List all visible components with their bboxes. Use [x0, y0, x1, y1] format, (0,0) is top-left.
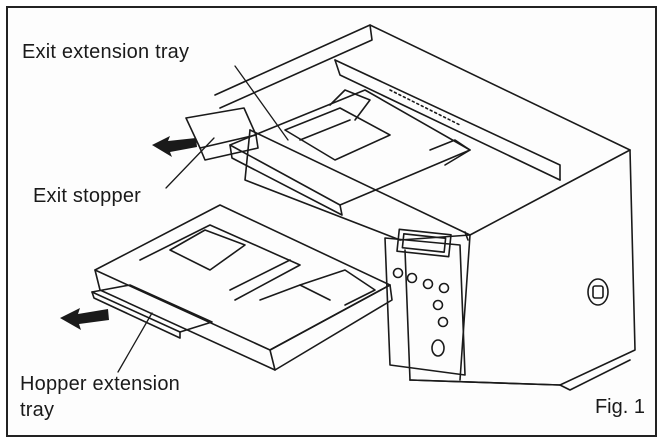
label-hopper-extension-tray: Hopper extension: [20, 373, 180, 395]
label-hopper-extension-tray-line2: tray: [20, 399, 55, 421]
figure-caption: Fig. 1: [594, 396, 645, 418]
control-panel: [384, 228, 469, 376]
pull-arrow-bottom: [60, 308, 109, 330]
exit-tray: [229, 89, 471, 216]
pull-arrow-top: [152, 136, 197, 157]
leader-lines: [117, 65, 289, 373]
hopper-tray: [94, 204, 393, 371]
label-exit-extension-tray: Exit extension tray: [22, 41, 190, 63]
exit-stopper: [185, 107, 259, 161]
hopper-extension-tray: [91, 284, 213, 339]
side-port: [587, 278, 609, 306]
figure-frame: [6, 6, 657, 437]
label-exit-stopper: Exit stopper: [33, 185, 142, 207]
scanner-body: [214, 24, 636, 391]
